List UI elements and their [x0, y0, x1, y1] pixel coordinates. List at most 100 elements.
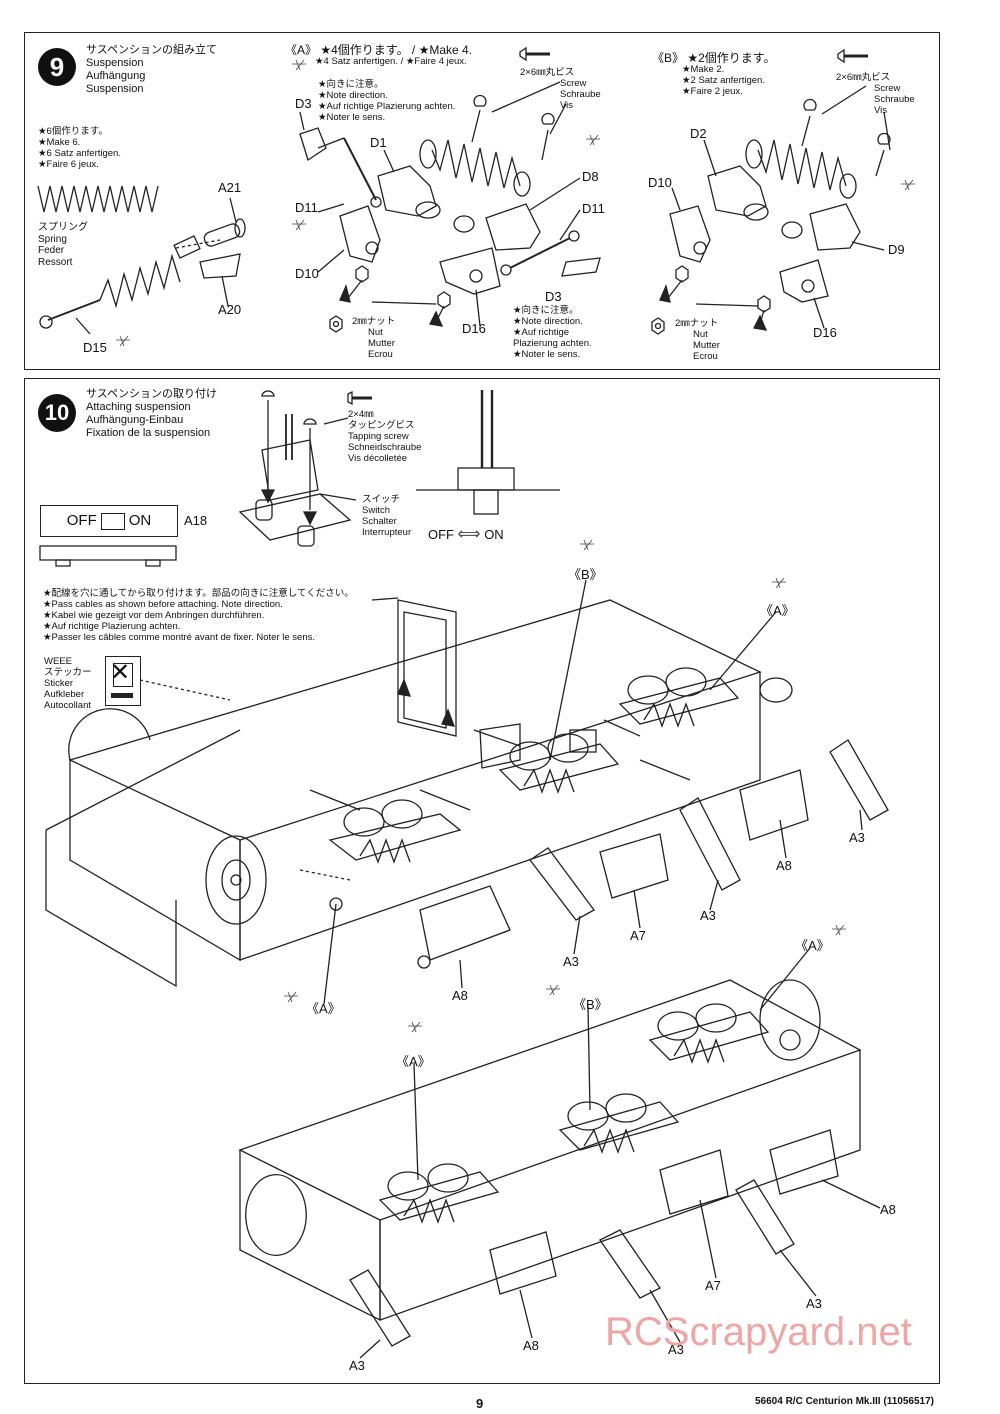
tapping-screw-en: Tapping screw	[348, 431, 409, 442]
spring-fr: Ressort	[38, 256, 73, 268]
step10-title-en: Attaching suspension	[86, 401, 191, 413]
step9-title-fr: Suspension	[86, 83, 144, 95]
groupB-title: 《B》	[652, 51, 685, 65]
groupB-screw-size: 2×6㎜丸ビス	[836, 72, 891, 83]
part-label-d1: D1	[370, 135, 387, 150]
part-label-d16-b: D16	[813, 325, 837, 340]
upper-suspension-unit-middle	[479, 723, 669, 921]
make-en: ★Make 6.	[38, 137, 81, 148]
groupA-dir-de: ★Auf richtige Plazierung achten.	[318, 101, 456, 112]
groupA-dir2-en: ★Note direction.	[513, 316, 583, 327]
groupB-make-de: ★2 Satz anfertigen.	[682, 75, 765, 86]
groupA-make-jp: ★4個作ります。 / ★Make 4.	[320, 43, 473, 57]
groupA-dir2-de1: ★Auf richtige	[513, 327, 570, 338]
groupB-make-fr: ★Faire 2 jeux.	[682, 86, 743, 97]
groupB-nut-fr: Ecrou	[693, 351, 718, 362]
label-lower-a3-mid: A3	[668, 1342, 684, 1357]
part-label-d3-top: D3	[295, 96, 312, 111]
switch-slider	[100, 512, 125, 530]
weee-de: Aufkleber	[44, 689, 85, 700]
cable-note-jp: ★配線を穴に通してから取り付けます。部品の向きに注意してください。	[43, 588, 354, 599]
groupA-screw-en: Screw	[560, 78, 587, 89]
part-label-d11-right: D11	[582, 201, 605, 216]
groupA-screw-size: 2×6㎜丸ビス	[520, 67, 575, 78]
step9-number: 9	[38, 48, 76, 86]
label-upper-a8-left: A8	[452, 988, 468, 1003]
part-label-d2: D2	[690, 126, 707, 141]
lower-suspension-unit-left	[349, 1163, 557, 1347]
label-upper-a3-mid: A3	[700, 908, 716, 923]
step10-number: 10	[38, 394, 76, 432]
groupA-dir2-fr: ★Noter le sens.	[513, 349, 581, 360]
cable-note-de: ★Kabel wie gezeigt vor dem Anbringen dur…	[43, 610, 265, 621]
label-lower-a3-right: A3	[806, 1296, 822, 1311]
step9-panel	[24, 32, 940, 370]
weee-en: Sticker	[44, 678, 74, 689]
label-upper-a7: A7	[630, 928, 646, 943]
step9-title-en: Suspension	[86, 57, 144, 69]
part-label-a20: A20	[218, 302, 242, 317]
groupB-make-jp: ★2個作ります。	[687, 51, 776, 65]
label-upper-a-left: 《A》	[306, 1001, 341, 1016]
label-upper-a8-right: A8	[776, 858, 792, 873]
groupA-dir-en: ★Note direction.	[318, 90, 388, 101]
spring-jp: スプリング	[38, 222, 88, 233]
label-lower-a-left: 《A》	[396, 1054, 431, 1069]
page-number: 9	[476, 1396, 484, 1411]
cable-note-de2: ★Auf richtige Plazierung achten.	[43, 621, 181, 632]
screw-icon	[519, 46, 527, 62]
groupA-make-de: ★4 Satz anfertigen. / ★Faire 4 jeux.	[315, 56, 467, 67]
part-label-a21: A21	[218, 180, 242, 195]
tapping-screw-size: 2×4㎜	[348, 409, 374, 420]
switch-label: スイッチ Switch Schalter Interrupteur	[362, 494, 411, 538]
step10-title-jp: サスペンションの取り付け	[86, 388, 218, 400]
groupB-header: 《B》 ★2個作ります。 ★Make 2. ★2 Satz anfertigen…	[652, 51, 776, 97]
spring-de: Feder	[38, 245, 65, 256]
part-label-d10: D10	[295, 266, 319, 281]
step9-title: サスペンションの組み立て Suspension Aufhängung Suspe…	[86, 44, 217, 96]
switch-direction: OFF ⟺ ON	[428, 524, 504, 544]
upper-suspension-unit-right	[618, 667, 889, 891]
groupA-nut-fr: Ecrou	[368, 349, 393, 360]
cable-note-fr: ★Passer les câbles comme montré avant de…	[43, 632, 315, 643]
groupA-title: 《A》	[285, 43, 318, 57]
switch-direction-on: ON	[484, 527, 504, 542]
step10-title: サスペンションの取り付け Attaching suspension Aufhän…	[86, 388, 217, 440]
label-lower-b: 《B》	[573, 997, 608, 1012]
weee-label: WEEE ステッカー Sticker Aufkleber Autocollant	[44, 656, 92, 711]
groupB-nut-de: Mutter	[693, 340, 720, 351]
loose-spring-icon	[37, 185, 159, 213]
double-arrow-icon: ⟺	[457, 526, 481, 543]
weee-fr: Autocollant	[44, 700, 92, 711]
label-lower-a8-left: A8	[523, 1338, 539, 1353]
step10-panel	[24, 378, 940, 1384]
make-jp: ★6個作ります。	[38, 126, 108, 137]
groupA-screw-fr: Vis	[560, 100, 574, 111]
part-label-a18: A18	[184, 513, 208, 528]
lower-hull-top	[238, 979, 862, 1221]
part-label-d8: D8	[582, 169, 599, 184]
label-lower-a7: A7	[705, 1278, 721, 1293]
groupA-dir-jp: ★向きに注意。	[318, 79, 384, 90]
weee-sticker-icon: ✕	[105, 656, 141, 706]
lower-suspension-unit-right	[648, 1003, 839, 1255]
tapping-screw-label: 2×4㎜ タッピングビス Tapping screw Schneidschrau…	[348, 409, 421, 464]
watermark-logo: RCScrapyard.net	[605, 1310, 912, 1354]
groupA-header: 《A》 ★4個作ります。 / ★Make 4. ★4 Satz anfertig…	[285, 43, 473, 67]
lower-suspension-unit-middle	[558, 1093, 729, 1299]
label-upper-a-right: 《A》	[760, 603, 795, 618]
upper-suspension-unit-left	[299, 799, 511, 969]
groupA-nut-en: Nut	[368, 327, 383, 338]
spring-label: スプリング Spring Feder Ressort	[38, 222, 88, 268]
part-label-d15: D15	[83, 340, 107, 355]
step10-title-fr: Fixation de la suspension	[86, 427, 211, 439]
product-code: 56604 R/C Centurion Mk.III (11056517)	[755, 1396, 934, 1407]
label-upper-b: 《B》	[568, 567, 603, 582]
switch-jp: スイッチ	[362, 494, 401, 505]
part-label-d11-left: D11	[295, 200, 318, 215]
make-de: ★6 Satz anfertigen.	[38, 148, 121, 159]
groupB-nut-size: 2㎜ナット	[675, 318, 719, 329]
tapping-screw-fr: Vis décolletée	[348, 453, 407, 464]
